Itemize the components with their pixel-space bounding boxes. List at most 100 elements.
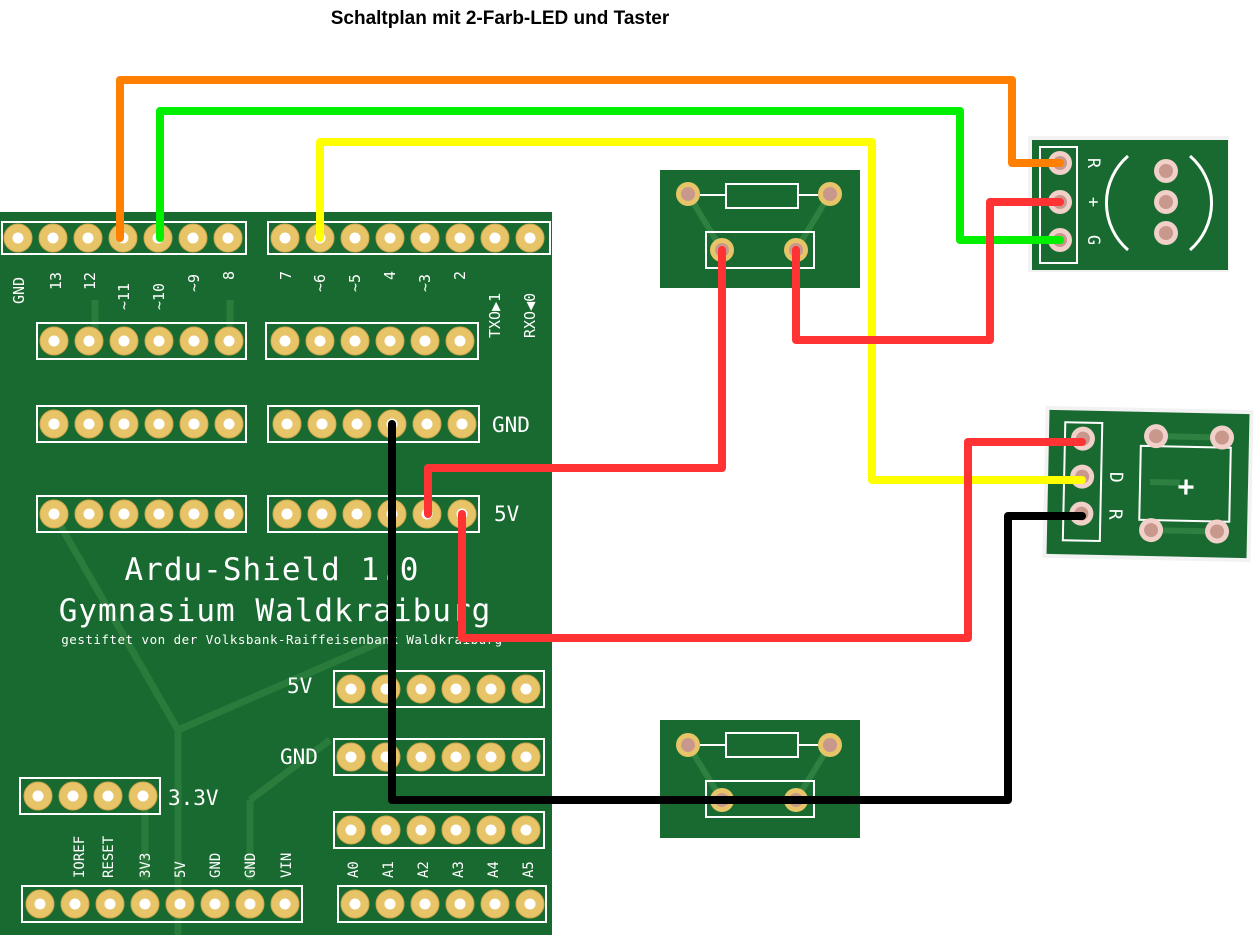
- pin-label: 2: [451, 271, 469, 280]
- header-pad: [307, 409, 337, 439]
- top-header: [1, 221, 551, 255]
- pin-label: ~3: [416, 274, 434, 292]
- header-pad: [23, 781, 53, 811]
- header-pad: [270, 889, 300, 919]
- header-pad: [410, 223, 440, 253]
- pin-label: 12: [81, 272, 99, 290]
- analog-pin-labels: A0 A1 A2 A3 A4 A5: [346, 861, 537, 878]
- header-pad: [340, 223, 370, 253]
- header-pad: [144, 499, 174, 529]
- header-pad: [441, 742, 471, 772]
- led-pin-label: +: [1083, 197, 1103, 207]
- pin-label: ~9: [185, 274, 203, 292]
- shield-name: Ardu-Shield 1.0: [125, 552, 420, 588]
- header-pad: [476, 742, 506, 772]
- header-pad: [39, 499, 69, 529]
- shield-school: Gymnasium Waldkraiburg: [59, 593, 492, 629]
- header-pad: [270, 223, 300, 253]
- wires: [116, 76, 1086, 804]
- header-pad: [511, 742, 541, 772]
- header-pad: [214, 409, 244, 439]
- pin-label: ~5: [346, 274, 364, 292]
- header-pad: [445, 326, 475, 356]
- led-pin-label: G: [1083, 235, 1103, 245]
- header-pad: [109, 326, 139, 356]
- header-pad: [165, 889, 195, 919]
- header-pad: [235, 889, 265, 919]
- header-pad: [336, 815, 366, 845]
- header-pad: [144, 409, 174, 439]
- pin-label: 5V: [173, 861, 189, 878]
- header-pad: [342, 499, 372, 529]
- header-pad: [58, 781, 88, 811]
- diagram-title: Schaltplan mit 2-Farb-LED und Taster: [330, 8, 670, 29]
- 3v3-label: 3.3V: [168, 786, 219, 810]
- header-pad: [480, 223, 510, 253]
- pin-label: A3: [451, 861, 467, 878]
- pin-label: GND: [243, 853, 259, 878]
- wire-red-5v-button: [458, 438, 1086, 642]
- header-pad: [179, 409, 209, 439]
- led-module: R + G: [1028, 136, 1229, 272]
- button-module: D R +: [1042, 405, 1254, 563]
- button-symbol: +: [1177, 470, 1195, 503]
- pin-label: TXO▶1: [486, 293, 504, 338]
- header-pad: [445, 889, 475, 919]
- header-pad: [74, 499, 104, 529]
- header-pad: [39, 409, 69, 439]
- pin-label: A5: [521, 861, 537, 878]
- header-pad: [25, 889, 55, 919]
- pin-label: RESET: [101, 835, 117, 878]
- header-pad: [515, 889, 545, 919]
- header-pad: [342, 409, 372, 439]
- pin-label: ~11: [115, 283, 133, 310]
- rail-labels: GND 5V 5V GND 3.3V: [168, 413, 530, 810]
- header-pad: [336, 674, 366, 704]
- header-pad: [270, 326, 300, 356]
- header-pad: [179, 499, 209, 529]
- header-pad: [511, 674, 541, 704]
- pin-label: A2: [416, 861, 432, 878]
- pin-label: ~10: [150, 283, 168, 310]
- gnd-label: GND: [280, 745, 318, 769]
- header-pad: [406, 674, 436, 704]
- header-pad: [371, 815, 401, 845]
- pin-label: IOREF: [72, 836, 88, 878]
- pad-rows: [19, 322, 545, 849]
- header-pad: [3, 223, 33, 253]
- arduino-shield: GND 13 12 ~11 ~10 ~9 8 7 ~6 ~5 4 ~3 2 TX…: [0, 212, 552, 935]
- header-pad: [73, 223, 103, 253]
- header-pad: [93, 781, 123, 811]
- header-pad: [340, 889, 370, 919]
- button-pin-label: R: [1104, 509, 1125, 520]
- wire-red-led-resistor: [792, 198, 1064, 344]
- header-pad: [412, 409, 442, 439]
- wire-red-resistor-5v: [424, 246, 726, 518]
- pin-label: 8: [220, 271, 238, 280]
- header-pad: [340, 326, 370, 356]
- header-pad: [476, 674, 506, 704]
- 5v-label: 5V: [494, 502, 520, 526]
- header-pad: [445, 223, 475, 253]
- header-pad: [109, 499, 139, 529]
- header-pad: [515, 223, 545, 253]
- header-pad: [74, 326, 104, 356]
- wire-orange: [116, 76, 1064, 242]
- header-pad: [441, 815, 471, 845]
- header-pad: [447, 409, 477, 439]
- header-pad: [179, 326, 209, 356]
- header-pad: [511, 815, 541, 845]
- pin-label: RXO◀0: [521, 293, 539, 338]
- pin-label: VIN: [279, 853, 295, 878]
- header-pad: [74, 409, 104, 439]
- header-pad: [375, 889, 405, 919]
- header-pad: [214, 326, 244, 356]
- header-pad: [307, 499, 337, 529]
- pin-label: GND: [208, 853, 224, 878]
- 5v-label: 5V: [287, 674, 313, 698]
- top-pin-labels: GND 13 12 ~11 ~10 ~9 8 7 ~6 ~5 4 ~3 2 TX…: [10, 271, 539, 338]
- header-pad: [60, 889, 90, 919]
- power-pin-labels: IOREF RESET 3V3 5V GND GND VIN: [72, 835, 295, 878]
- resistor-module-top: [660, 170, 860, 288]
- pin-label: A4: [486, 861, 502, 878]
